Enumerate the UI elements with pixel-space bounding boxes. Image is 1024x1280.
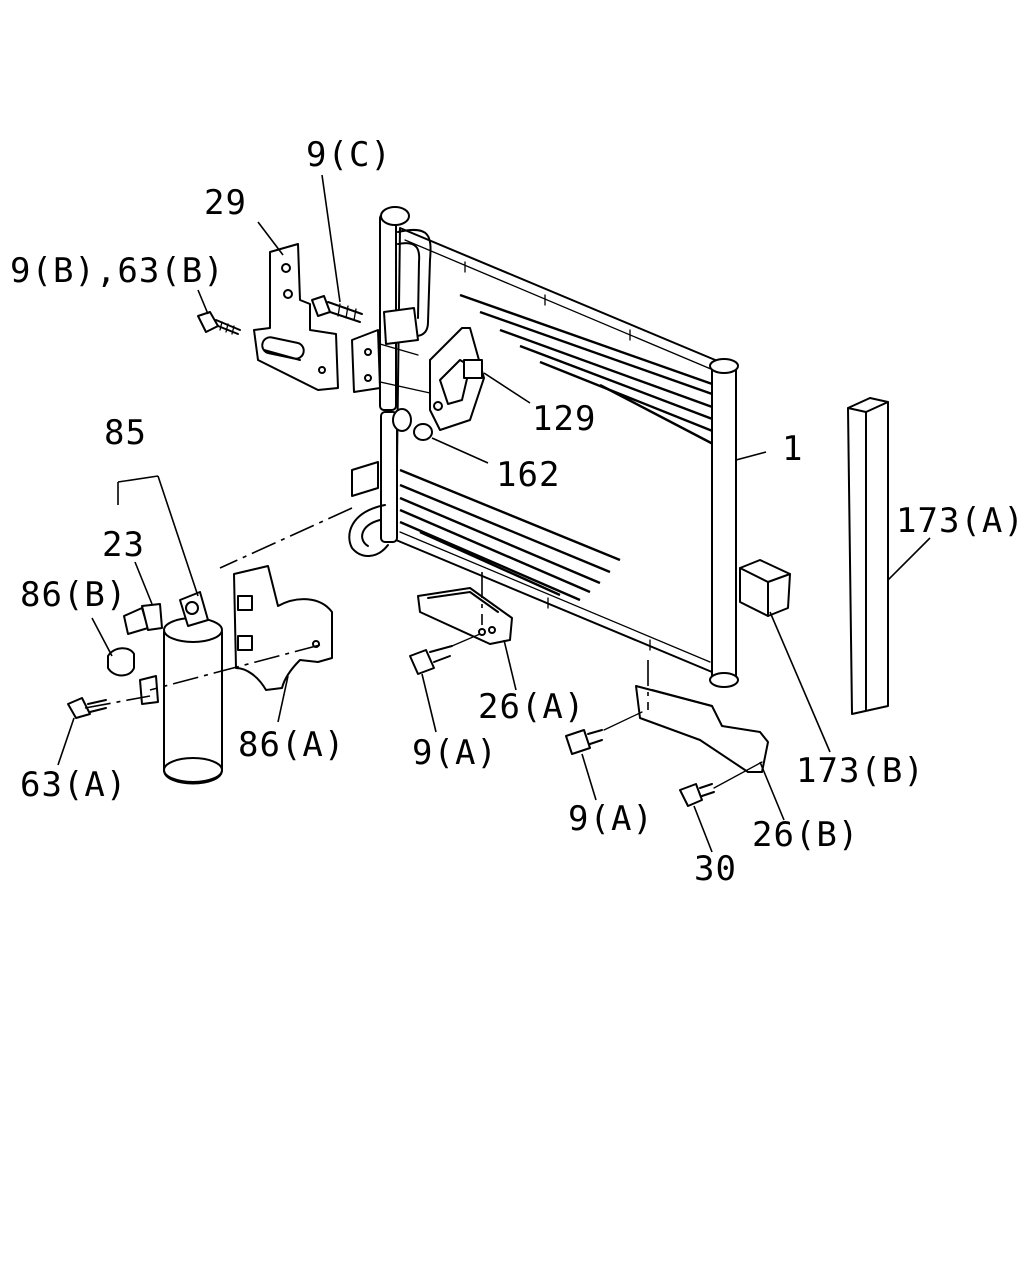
- seal-173a: [847, 397, 931, 715]
- bracket-26b: [635, 660, 785, 821]
- switch-23: [123, 561, 163, 635]
- callout-86b: 86(B): [20, 575, 127, 615]
- fitting-162: [392, 408, 489, 464]
- bolt-30: [679, 761, 763, 853]
- callout-26b: 26(B): [752, 815, 859, 855]
- callout-9b-63b: 9(B),63(B): [10, 251, 225, 291]
- bolt-9a-left: [409, 633, 481, 733]
- bracket-29: [253, 221, 339, 391]
- bolt-63a: [57, 697, 107, 766]
- callout-129: 129: [532, 399, 596, 439]
- callout-30: 30: [694, 849, 737, 889]
- right-header-tank: [709, 358, 739, 688]
- bolt-9a-right: [565, 711, 643, 801]
- callout-29: 29: [204, 183, 247, 223]
- lead-1: [735, 451, 767, 461]
- bracket-86a: [233, 565, 333, 723]
- bracket-129: [429, 327, 531, 431]
- callout-9a-right: 9(A): [568, 799, 654, 839]
- bracket-26a: [417, 572, 517, 691]
- callout-86a: 86(A): [238, 725, 345, 765]
- callout-173a: 173(A): [896, 501, 1024, 541]
- left-header-tank: [348, 206, 432, 557]
- callout-85: 85: [104, 413, 147, 453]
- callout-9c: 9(C): [306, 135, 392, 175]
- callout-173b: 173(B): [796, 751, 925, 791]
- callout-26a: 26(A): [478, 687, 585, 727]
- receiver-drier-85: [163, 591, 223, 785]
- alignment-line: [219, 507, 353, 569]
- condenser-core: [395, 227, 721, 673]
- callout-63a: 63(A): [20, 765, 127, 805]
- seal-173b: [739, 559, 831, 753]
- callout-1: 1: [782, 429, 803, 469]
- bracket-85-line: [117, 475, 159, 483]
- callout-9a-left: 9(A): [412, 733, 498, 773]
- bolt-9b: [197, 289, 241, 335]
- bolt-9c: [311, 174, 363, 323]
- callout-162: 162: [496, 455, 560, 495]
- callout-23: 23: [102, 525, 145, 565]
